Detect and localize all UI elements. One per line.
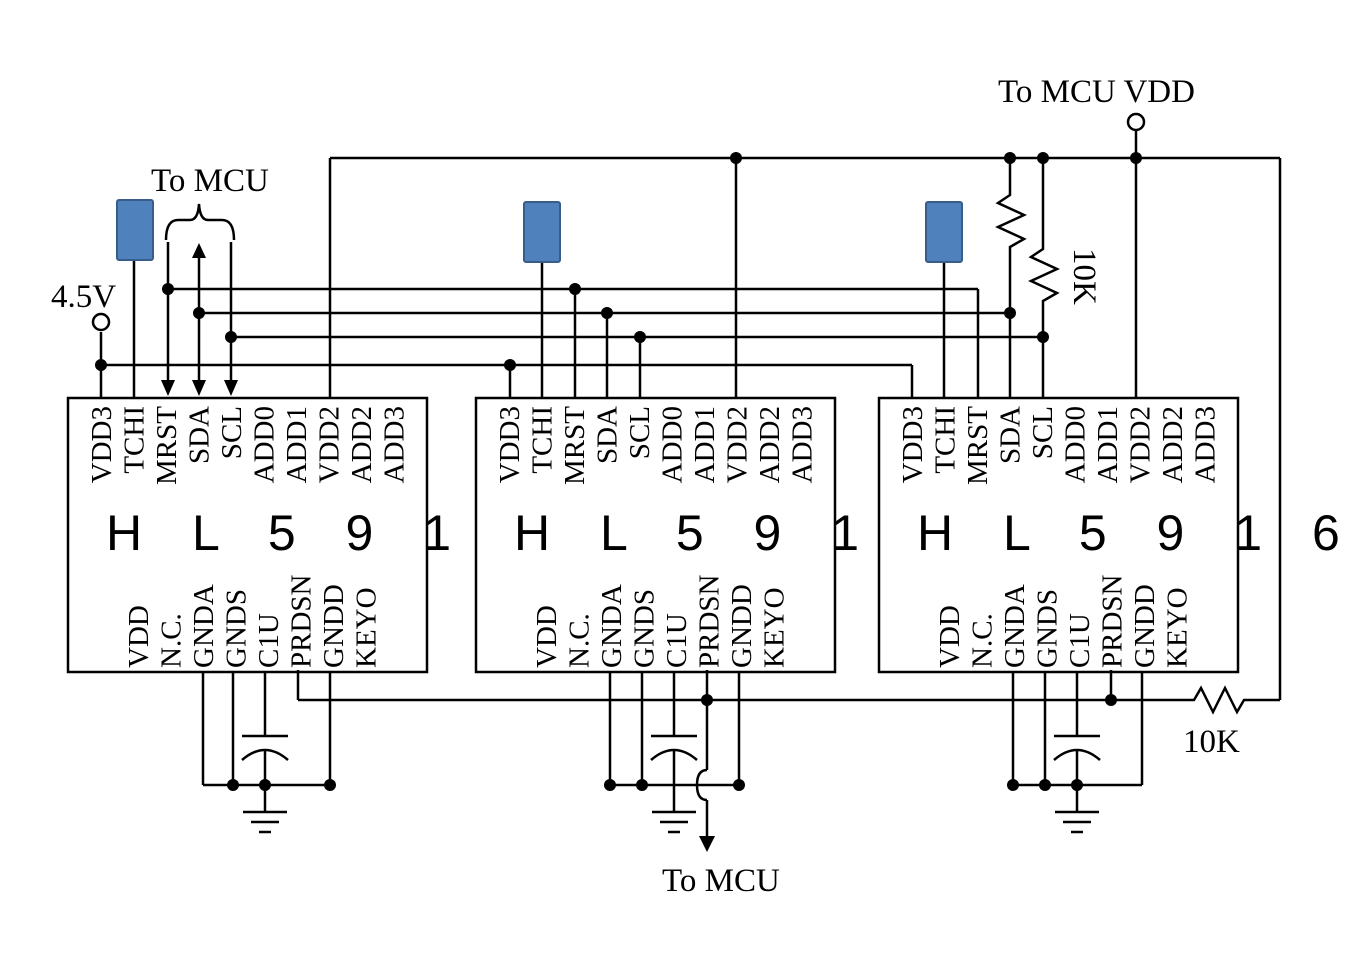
bottom-pin-label: KEYO [759,587,791,668]
chip-body [66,396,429,674]
top-pin-label: VDD3 [86,406,118,483]
top-pin-label: MRST [151,406,183,485]
top-pin-label: SCL [624,406,656,459]
top-pin-label: TCHI [930,406,962,474]
top-pin-label: SCL [1027,406,1059,459]
bottom-pin-label: GNDA [596,584,628,668]
bottom-pin-label: GNDD [726,584,758,668]
to-mcu-brace [164,203,236,241]
top-pin-label: VDD2 [1125,406,1157,483]
touch-pad-3 [925,201,963,263]
pullup-resistor-label: 10K [1066,248,1102,305]
top-pin-label: MRST [559,406,591,485]
bottom-pin-label: GNDD [318,584,350,668]
bottom-pin-label: GNDS [629,589,661,668]
chip-body [474,396,837,674]
top-pin-label: ADD2 [346,406,378,483]
chip-body [877,396,1240,674]
supply-terminal [91,312,111,332]
bottom-pin-label: GNDA [188,584,220,668]
top-pin-label: ADD2 [754,406,786,483]
vdd-rail [328,130,1282,700]
top-pin-label: MRST [962,406,994,485]
top-pin-label: SDA [184,406,216,464]
touch-pad-1 [116,199,154,261]
to-mcu-top-label: To MCU [151,163,269,199]
top-pin-label: SCL [216,406,248,459]
top-pin-label: VDD2 [314,406,346,483]
touch-pad-2 [523,201,561,263]
top-pin-label: SDA [995,406,1027,464]
bottom-pin-label: VDD [531,605,563,668]
top-pin-label: ADD3 [787,406,819,483]
supply-label: 4.5V [51,279,116,315]
top-pin-label: ADD3 [379,406,411,483]
top-pin-label: ADD1 [1092,406,1124,483]
chip-name: H L 5 9 1 6 [106,505,547,561]
bottom-pin-label: KEYO [351,587,383,668]
pullup-resistors [995,158,1060,398]
top-pin-label: ADD0 [657,406,689,483]
signal-buses [95,242,1049,398]
bottom-resistor-label: 10K [1183,724,1240,760]
touch-pads [116,199,963,398]
to-mcu-bottom-label: To MCU [662,863,780,899]
bottom-pin-label: GNDS [1032,589,1064,668]
bottom-pin-label: GNDD [1129,584,1161,668]
bottom-pin-label: N.C. [967,613,999,668]
top-pin-label: TCHI [119,406,151,474]
bottom-pin-label: GNDA [999,584,1031,668]
bottom-pin-label: C1U [1064,613,1096,668]
bottom-pin-label: N.C. [156,613,188,668]
top-pin-label: ADD1 [281,406,313,483]
bottom-pin-label: VDD [934,605,966,668]
top-pin-label: ADD0 [1060,406,1092,483]
bottom-pin-label: N.C. [564,613,596,668]
top-pin-label: VDD3 [897,406,929,483]
to-mcu-vdd-label: To MCU VDD [998,74,1195,110]
top-pin-label: SDA [592,406,624,464]
ground-wiring [201,670,1280,852]
top-pin-label: ADD1 [689,406,721,483]
bottom-pin-label: PRDSN [1097,574,1129,668]
bottom-pin-label: PRDSN [286,574,318,668]
top-pin-label: ADD2 [1157,406,1189,483]
bottom-pin-label: VDD [123,605,155,668]
top-pin-label: ADD0 [249,406,281,483]
bottom-pin-label: KEYO [1162,587,1194,668]
bottom-pin-label: C1U [661,613,693,668]
top-pin-label: VDD2 [722,406,754,483]
bottom-pin-label: PRDSN [694,574,726,668]
top-pin-label: VDD3 [494,406,526,483]
bottom-pin-label: C1U [253,613,285,668]
top-pin-label: TCHI [527,406,559,474]
chip-name: H L 5 9 1 6 [917,505,1358,561]
bottom-pin-label: GNDS [221,589,253,668]
top-pin-label: ADD3 [1190,406,1222,483]
chip-name: H L 5 9 1 6 [514,505,955,561]
mcu-vdd-terminal [1126,112,1146,132]
